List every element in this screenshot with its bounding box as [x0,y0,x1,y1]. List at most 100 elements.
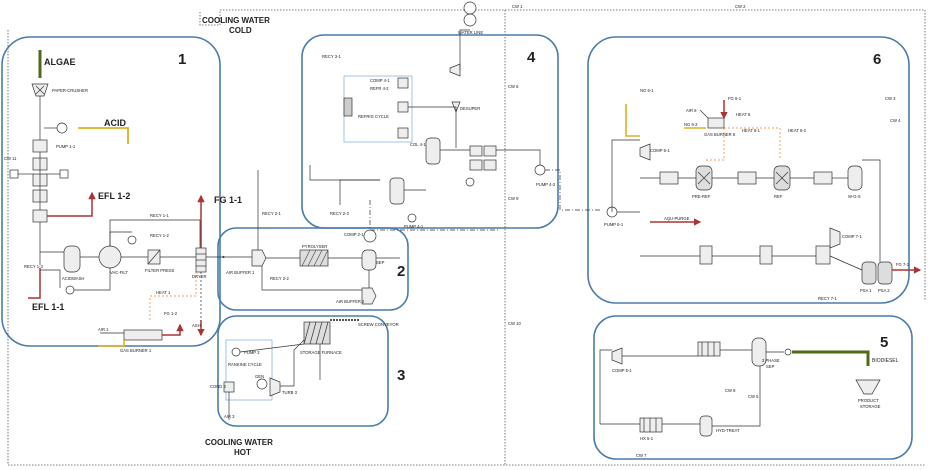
air-1-label: AIR 1 [98,327,109,332]
recy-2-2-label: RECY 2-2 [270,276,289,281]
cooling-cold-label-2: COLD [229,26,252,35]
fg-6-1-label: FG 6-1 [728,96,742,101]
phase-sep-label-2: SEP [766,364,775,369]
product-storage-label-1: PRODUCT [858,398,879,403]
cond-3-label: COND 3 [210,384,226,389]
section-number-5: 5 [880,334,888,351]
section-number-2: 2 [397,263,405,280]
efl-1-2-label: EFL 1-2 [98,191,130,201]
section-6 [606,100,922,285]
pump-6-1-label: PUMP 6-1 [604,222,624,227]
section-3-box [217,315,389,427]
section-6-box [587,36,910,304]
rankine-cycle-label: RANKINE CYCLE [228,362,262,367]
cooling-hot-label-2: HOT [234,448,251,457]
section-2-box [217,227,409,311]
cw-5-label: CW 5 [748,394,759,399]
recy-1-1-label: RECY 1-1 [150,213,169,218]
cw-10-label: CW 10 [508,321,521,326]
comp-7-1-label: COMP 7-1 [842,234,862,239]
cw-8-label: CW 8 [725,388,736,393]
heat-6-1-label: HEAT 6-1 [742,128,761,133]
fg-7-1-label: FG 7-1 [896,262,910,267]
recy-3-1-label: RECY 3-1 [322,54,341,59]
ref-label: REF [774,194,783,199]
comp-5-1-label: COMP 5-1 [612,368,632,373]
cooling-hot-label-1: COOLING WATER [205,438,273,447]
gen-label: GEN [255,374,264,379]
cw-1-label: CW 1 [512,4,523,9]
heat-1-label: HEAT 1 [156,290,171,295]
w-g-s-label: W-G-S [848,194,861,199]
col-4-1-label: COL 4-1 [410,142,426,147]
storage-furnace-label: STORAGE FURNACE [300,350,342,355]
ash-label: ASH [192,323,201,328]
cw-11-label: CW 11 [4,156,17,161]
gas-burner-1-label: GAS BURNER 1 [120,348,152,353]
section-1 [9,50,226,347]
biodiesel-label: BIODIESEL [872,358,899,364]
cw-3-label: CW 3 [885,96,896,101]
hydrotreat-label: HYD-TREAT [716,428,740,433]
refrig-cycle-label: REFRIG CYCLE [358,114,389,119]
air-buffer-2-label: AIR BUFFER 2 [336,299,365,304]
water-line-label: WATER LINE [458,30,483,35]
psa-1-label: PSA 1 [860,288,872,293]
gas-burner-6-label: GAS BURNER 6 [704,132,736,137]
hx-5-1-label: HX 5-1 [640,436,654,441]
section-5 [599,337,881,437]
pump-4-2-label: PUMP 4-2 [536,182,556,187]
acid-label: ACID [104,118,126,128]
section-number-6: 6 [873,51,881,68]
phase-sep-label-1: 3 PHASE [762,358,780,363]
filter-press-label: FILTER PRESS [145,268,175,273]
air-buffer-1-label: AIR BUFFER 1 [226,270,255,275]
section-2 [225,165,400,321]
psa-2-label: PSA 2 [878,288,890,293]
recy-1-3-label: RECY 1-3 [24,264,43,269]
efl-1-1-label: EFL 1-1 [32,302,64,312]
cw-7-label: CW 7 [636,453,647,458]
dryer-label: DRYER [192,274,207,279]
comp-6-1-label: COMP 6-1 [650,148,670,153]
recy-2-3-label: RECY 2-3 [330,211,349,216]
desuper-label: DESUPER [460,106,480,111]
section-5-box [593,315,913,460]
section-4 [339,1,600,231]
air-6-label: AIR 6 [686,108,697,113]
heat-6-label: HEAT 6 [736,112,751,117]
pump-4-1-label: PUMP 4-1 [404,224,424,229]
ng-6-2-label: NG 6-2 [684,122,698,127]
ng-6-1-label: NG 6-1 [640,88,654,93]
cw-9-label: CW 9 [508,196,519,201]
vac-filt-label: VAC-FILT [110,270,128,275]
screw-conveyor-label: SCREW CONVEYOR [358,322,399,327]
cw-4-label: CW 4 [890,118,901,123]
cooling-water-loop [7,9,926,466]
section-number-4: 4 [527,49,536,66]
cooling-cold-label-1: COOLING WATER [202,16,270,25]
pre-ref-label: PRE-REF [692,194,711,199]
algae-label: ALGAE [44,57,76,67]
cw-2-label: CW 2 [735,4,746,9]
recy-2-1-label: RECY 2-1 [262,211,281,216]
cw-6-label: CW 6 [508,84,519,89]
fg-1-1-label: FG 1-1 [214,195,242,205]
comp-2-1-label: COMP 2-1 [344,232,364,237]
fg-1-2-label: FG 1-2 [164,311,178,316]
turb-3-label: TURB 3 [282,390,298,395]
section-number-1: 1 [178,51,186,68]
aqu-purge-label: AQU-PURGE [664,216,690,221]
recy-7-1-label: RECY 7-1 [818,296,837,301]
heat-6-2-label: HEAT 6-2 [788,128,807,133]
pump-1-1-label: PUMP 1-1 [56,144,76,149]
refr-4-2-label: REFR 4-2 [370,86,389,91]
pump-3-label: PUMP 3 [244,350,260,355]
crusher-label: PAPER-CRUSHER [52,88,88,93]
air-3-label: AIR 3 [224,414,235,419]
comp-4-1-label: COMP 4-1 [370,78,390,83]
section-3 [223,321,331,420]
product-storage-label-2: STORAGE [860,404,881,409]
sep-label: SEP [376,260,385,265]
